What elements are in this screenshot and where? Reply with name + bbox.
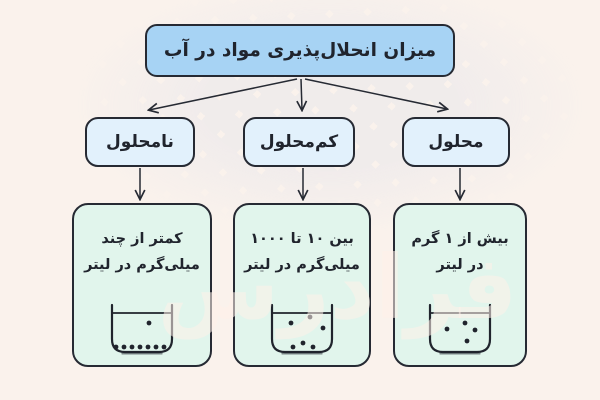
description-slightly-soluble: بین ۱۰ تا ۱۰۰۰ میلی‌گرم در لیتر (233, 203, 371, 367)
beaker-partly-dissolved-icon (270, 303, 334, 355)
category-insoluble-label: نامحلول (106, 132, 174, 152)
beaker-dissolved-icon (428, 303, 492, 355)
description-slightly-soluble-text: بین ۱۰ تا ۱۰۰۰ میلی‌گرم در لیتر (244, 231, 360, 274)
diagram-title-label: میزان انحلال‌پذیری مواد در آب (163, 40, 437, 61)
category-slightly-soluble: کم‌محلول (243, 117, 355, 167)
description-soluble-text: بیش از ۱ گرم در لیتر (411, 231, 509, 274)
arrow-title-to-slightly-soluble (301, 78, 302, 110)
description-insoluble: کمتر از چند میلی‌گرم در لیتر (72, 203, 212, 367)
category-soluble-label: محلول (428, 132, 484, 152)
description-insoluble-text: کمتر از چند میلی‌گرم در لیتر (84, 231, 200, 274)
category-insoluble: نامحلول (85, 117, 195, 167)
beaker-with-sediment-icon (110, 303, 174, 355)
diagram-title: میزان انحلال‌پذیری مواد در آب (145, 24, 455, 77)
description-soluble: بیش از ۱ گرم در لیتر (393, 203, 527, 367)
arrow-title-to-insoluble (149, 78, 298, 110)
category-soluble: محلول (402, 117, 510, 167)
category-slightly-soluble-label: کم‌محلول (259, 132, 339, 152)
arrow-title-to-soluble (304, 78, 447, 109)
